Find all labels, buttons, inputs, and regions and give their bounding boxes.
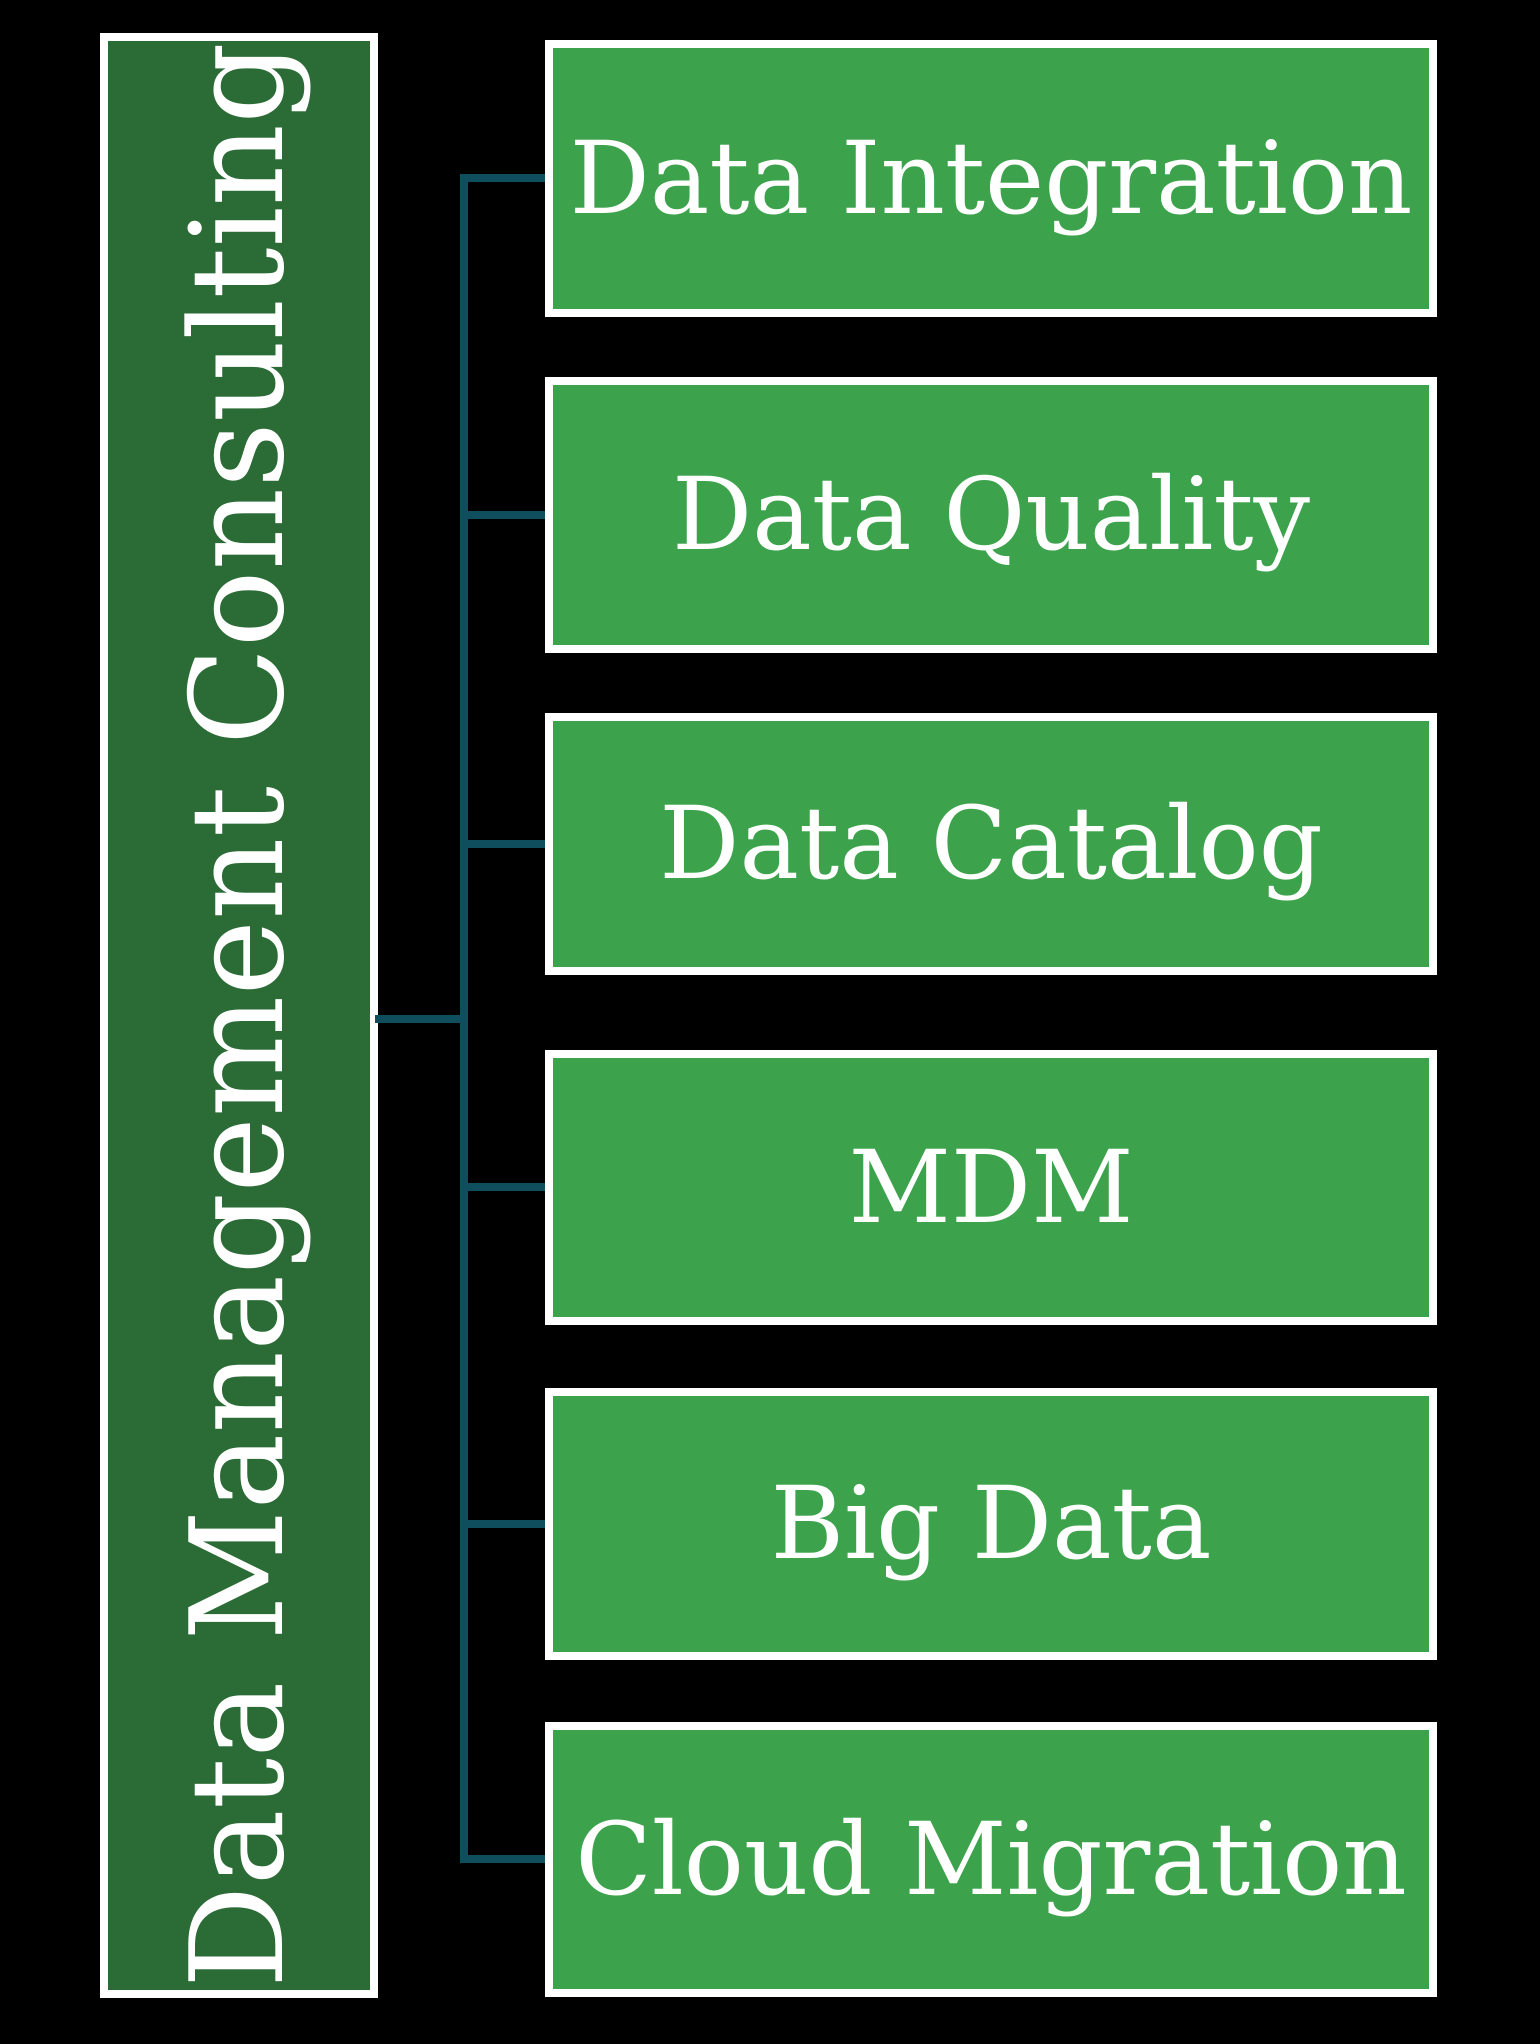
connector-branch-big-data <box>460 1520 545 1528</box>
connector-branch-data-catalog <box>460 840 545 848</box>
root-node: Data Management Consulting <box>100 33 378 1998</box>
child-node-big-data: Big Data <box>545 1388 1437 1660</box>
child-node-data-catalog: Data Catalog <box>545 713 1437 975</box>
child-node-mdm: MDM <box>545 1050 1437 1325</box>
connector-branch-data-integration <box>460 174 545 182</box>
child-node-data-quality: Data Quality <box>545 377 1437 653</box>
child-node-label: Cloud Migration <box>575 1800 1407 1918</box>
child-node-cloud-migration: Cloud Migration <box>545 1722 1437 1997</box>
connector-branch-data-quality <box>460 511 545 519</box>
root-node-label: Data Management Consulting <box>164 42 313 1989</box>
connector-branch-cloud-migration <box>460 1855 545 1863</box>
connector-root-stub <box>375 1015 468 1023</box>
child-node-label: Big Data <box>770 1465 1212 1582</box>
child-node-label: MDM <box>848 1128 1134 1246</box>
child-node-label: Data Catalog <box>659 785 1323 902</box>
child-node-label: Data Quality <box>671 456 1311 573</box>
child-node-label: Data Integration <box>569 119 1413 237</box>
child-node-data-integration: Data Integration <box>545 40 1437 317</box>
connector-branch-mdm <box>460 1183 545 1191</box>
